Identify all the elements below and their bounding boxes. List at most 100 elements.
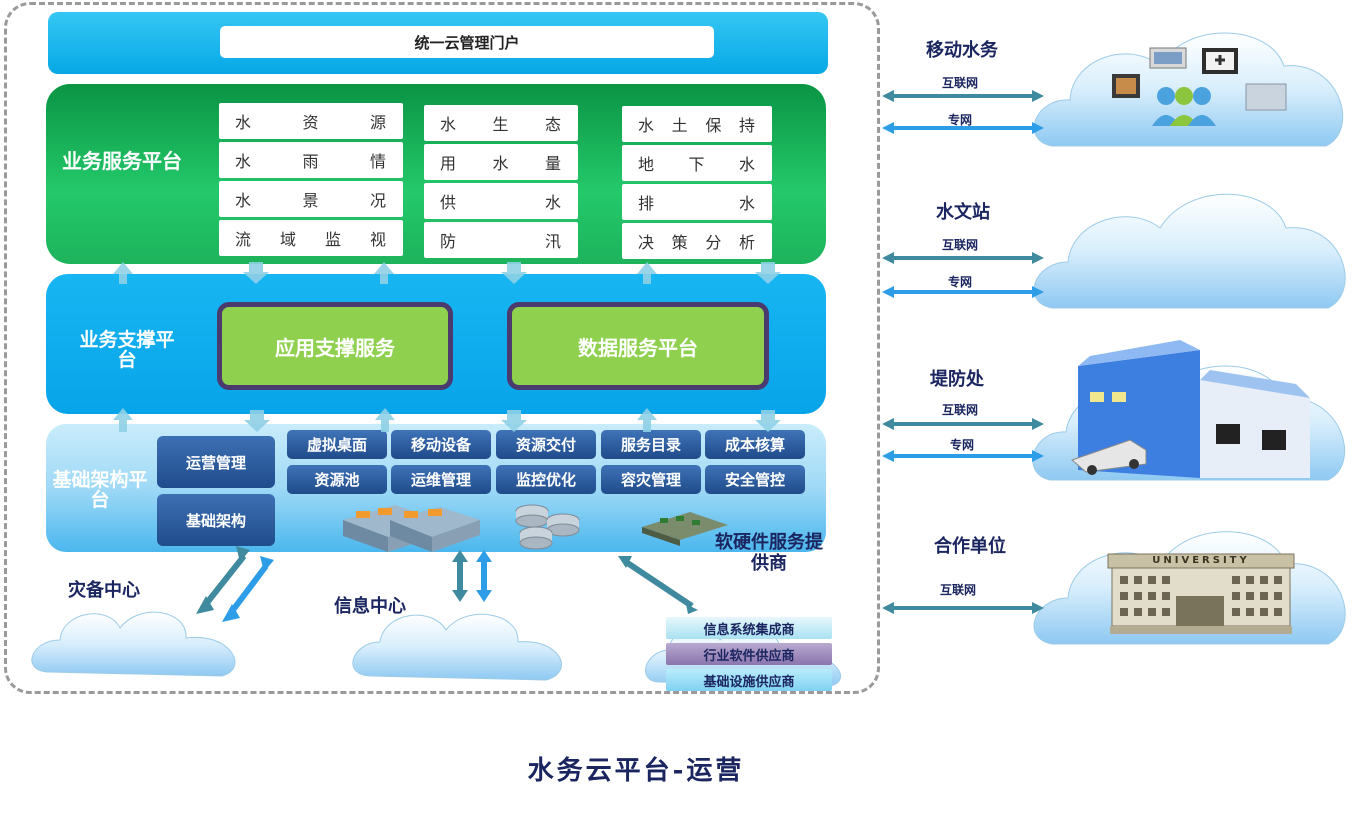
service-char: 地	[638, 155, 656, 174]
arrow-heads	[882, 90, 1044, 614]
up-arrow	[637, 408, 657, 432]
service-char: 分	[705, 233, 723, 252]
up-arrow	[375, 408, 395, 432]
service-char: 水	[492, 154, 510, 173]
down-arrow	[755, 410, 781, 432]
link-label: 专网	[948, 275, 973, 289]
service-char: 情	[369, 152, 387, 171]
ops-management-button[interactable]: 运营管理	[157, 436, 275, 488]
infrastructure-button[interactable]: 基础架构	[157, 494, 275, 546]
link-label: 专网	[948, 113, 973, 127]
link-label: 互联网	[940, 583, 977, 597]
storage-disks-icon	[515, 504, 580, 550]
service-char: 生	[492, 115, 510, 134]
service-char: 视	[369, 230, 387, 249]
double-arrow	[227, 564, 269, 616]
service-column-2: 水生态 用水量 供水 防汛	[424, 105, 578, 261]
info-center-label: 信息中心	[334, 596, 406, 617]
link-label: 互联网	[942, 403, 979, 417]
service-char: 水	[638, 116, 656, 135]
service-item[interactable]: 水雨情	[219, 142, 403, 178]
service-column-3: 水土保持 地下水 排水 决策分析	[622, 106, 772, 262]
link-label: 专网	[950, 438, 975, 452]
building-icon	[1071, 340, 1310, 478]
infra-cell[interactable]: 移动设备	[391, 430, 491, 459]
service-char: 排	[638, 194, 656, 213]
provider-label: 软硬件服务提供商	[715, 532, 823, 574]
bottom-link-arrows	[196, 546, 698, 622]
layer-connectors	[113, 262, 781, 432]
service-item[interactable]: 水生态	[424, 105, 578, 141]
infra-cell[interactable]: 监控优化	[496, 465, 596, 494]
infra-cell[interactable]: 安全管控	[705, 465, 805, 494]
node-title: 合作单位	[934, 536, 1006, 557]
service-char: 保	[705, 116, 723, 135]
service-char: 水	[235, 152, 253, 171]
infra-cell[interactable]: 虚拟桌面	[287, 430, 387, 459]
service-item[interactable]: 排水	[622, 184, 772, 220]
server-rack-icon	[343, 505, 480, 552]
node-title: 水文站	[936, 202, 990, 223]
down-arrow	[501, 262, 527, 284]
down-arrow	[243, 262, 269, 284]
platform-frame	[4, 2, 880, 694]
link-label: 互联网	[942, 76, 979, 90]
disaster-center-label: 灾备中心	[68, 580, 140, 601]
service-item[interactable]: 供水	[424, 183, 578, 219]
portal-title[interactable]: 统一云管理门户	[220, 26, 714, 58]
infra-cell[interactable]: 容灾管理	[601, 465, 701, 494]
infra-cell[interactable]: 资源交付	[496, 430, 596, 459]
service-item[interactable]: 水土保持	[622, 106, 772, 142]
app-support-service-box[interactable]: 应用支撑服务	[217, 302, 453, 390]
service-char: 土	[671, 116, 689, 135]
service-char: 持	[738, 116, 756, 135]
infra-cell[interactable]: 运维管理	[391, 465, 491, 494]
service-char: 况	[369, 191, 387, 210]
provider-item[interactable]: 基础设施供应商	[666, 669, 832, 691]
up-arrow	[113, 408, 133, 432]
devices-users-icon	[1112, 47, 1287, 126]
infra-cell[interactable]: 服务目录	[601, 430, 701, 459]
circuit-board-icon	[642, 512, 728, 546]
data-service-platform-box[interactable]: 数据服务平台	[507, 302, 769, 390]
link-label: 互联网	[942, 238, 979, 252]
service-char: 汛	[544, 232, 562, 251]
service-item[interactable]: 防汛	[424, 222, 578, 258]
service-char: 景	[302, 191, 320, 210]
service-char: 水	[738, 194, 756, 213]
provider-item[interactable]: 行业软件供应商	[666, 643, 832, 665]
service-char: 水	[235, 113, 253, 132]
service-platform-title: 业务服务平台	[62, 149, 182, 173]
service-char: 监	[324, 230, 342, 249]
service-char: 水	[544, 193, 562, 212]
service-item[interactable]: 地下水	[622, 145, 772, 181]
service-char: 用	[440, 154, 458, 173]
node-title: 堤防处	[930, 369, 984, 390]
down-arrow	[755, 262, 781, 284]
infra-cell[interactable]: 资源池	[287, 465, 387, 494]
service-item[interactable]: 决策分析	[622, 223, 772, 259]
service-char: 资	[302, 113, 320, 132]
service-char: 水	[738, 155, 756, 174]
service-char: 流	[235, 230, 253, 249]
service-char: 下	[688, 155, 706, 174]
service-char: 态	[544, 115, 562, 134]
provider-item[interactable]: 信息系统集成商	[666, 617, 832, 639]
service-char: 源	[369, 113, 387, 132]
university-sign: UNIVERSITY	[1152, 555, 1250, 566]
service-char: 防	[440, 232, 458, 251]
service-item[interactable]: 用水量	[424, 144, 578, 180]
infra-platform-title: 基础架构平台	[52, 469, 148, 511]
service-char: 域	[279, 230, 297, 249]
double-arrow	[203, 554, 247, 606]
node-title: 移动水务	[926, 40, 998, 61]
service-char: 策	[671, 233, 689, 252]
service-item[interactable]: 流域监视	[219, 220, 403, 256]
service-item[interactable]: 水景况	[219, 181, 403, 217]
service-item[interactable]: 水资源	[219, 103, 403, 139]
service-char: 雨	[302, 152, 320, 171]
infra-cell[interactable]: 成本核算	[705, 430, 805, 459]
university-icon	[1107, 553, 1295, 634]
service-char: 决	[638, 233, 656, 252]
